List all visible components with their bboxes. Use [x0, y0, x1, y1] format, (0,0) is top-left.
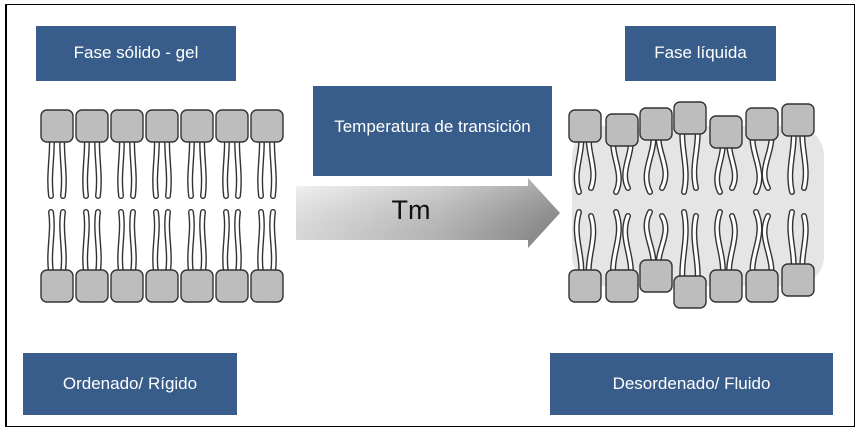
- ordered-lipid-bilayer-icon: [40, 109, 284, 303]
- diagram-frame: [5, 4, 855, 427]
- disordered-fluid-label: Desordenado/ Fluido: [550, 353, 833, 415]
- transition-arrow-icon: [296, 178, 560, 248]
- solid-phase-label: Fase sólido - gel: [36, 26, 236, 81]
- transition-temperature-label: Temperatura de transición: [313, 86, 552, 176]
- disordered-lipid-bilayer-icon: [568, 101, 824, 309]
- liquid-phase-label: Fase líquida: [625, 26, 776, 81]
- ordered-rigid-label: Ordenado/ Rígido: [23, 353, 237, 415]
- tm-label: Tm: [391, 194, 431, 225]
